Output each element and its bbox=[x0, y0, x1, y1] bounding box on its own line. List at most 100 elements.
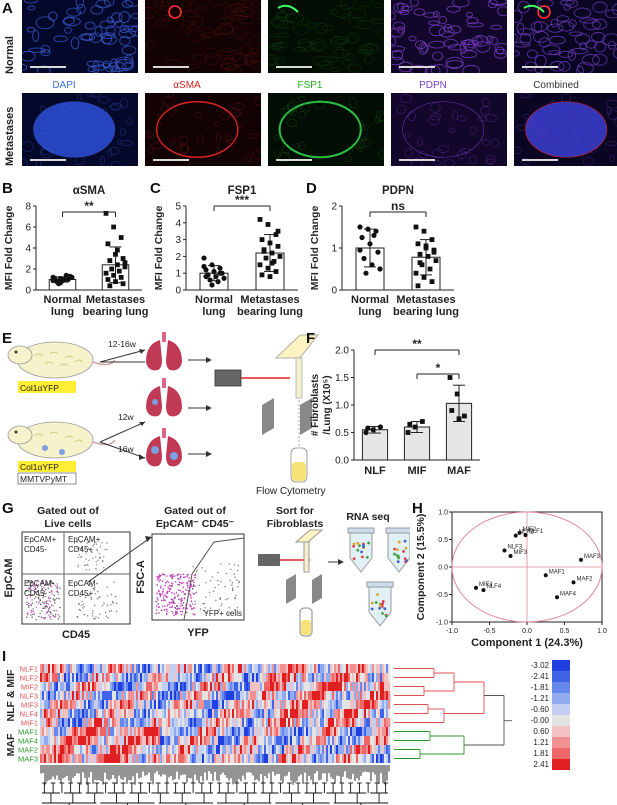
heatmap-cell bbox=[218, 745, 221, 754]
cell-dot bbox=[96, 548, 98, 551]
heatmap-cell bbox=[104, 727, 107, 736]
heatmap-cell bbox=[112, 727, 115, 736]
heatmap-cell bbox=[360, 682, 363, 691]
heatmap-cell bbox=[226, 736, 229, 745]
heatmap-cell bbox=[86, 709, 89, 718]
heatmap-cell bbox=[280, 673, 283, 682]
heatmap-cell bbox=[138, 727, 141, 736]
cell-dot bbox=[173, 614, 175, 617]
heatmap-cell bbox=[282, 700, 285, 709]
cell-dot bbox=[177, 589, 180, 591]
cell-dot bbox=[176, 574, 179, 576]
cell-dot bbox=[171, 583, 174, 585]
heatmap-cell bbox=[84, 745, 87, 754]
cell-dot bbox=[54, 602, 56, 604]
x-tick-label: Normal bbox=[44, 294, 82, 306]
heatmap-cell bbox=[322, 700, 325, 709]
heatmap-cell bbox=[216, 709, 219, 718]
heatmap-cell bbox=[134, 664, 137, 673]
heatmap-cell bbox=[126, 727, 129, 736]
heatmap-cell bbox=[58, 736, 61, 745]
heatmap-cell bbox=[206, 673, 209, 682]
cell-dot bbox=[82, 607, 84, 609]
heatmap-cell bbox=[308, 664, 311, 673]
heatmap-cell bbox=[242, 754, 245, 763]
heatmap-cell bbox=[228, 682, 231, 691]
heatmap-cell bbox=[258, 718, 261, 727]
heatmap-cell bbox=[140, 718, 143, 727]
cell-dot bbox=[194, 600, 196, 602]
heatmap-cell bbox=[176, 682, 179, 691]
heatmap-cell bbox=[134, 691, 137, 700]
heatmap-cell bbox=[148, 700, 151, 709]
cell-dot bbox=[156, 599, 159, 601]
heatmap-cell bbox=[208, 727, 211, 736]
heatmap-cell bbox=[82, 736, 85, 745]
cell-dot bbox=[188, 590, 191, 592]
heatmap-cell bbox=[244, 673, 247, 682]
heatmap-cell bbox=[154, 691, 157, 700]
heatmap-cell bbox=[190, 745, 193, 754]
heatmap-cell bbox=[74, 664, 77, 673]
heatmap-cell bbox=[122, 718, 125, 727]
flow-plot-2 bbox=[151, 533, 245, 621]
y-tick-label: 6 bbox=[25, 223, 31, 234]
heatmap-cell bbox=[350, 745, 353, 754]
cell-dot bbox=[32, 613, 34, 616]
pca-point-label: MIF3 bbox=[514, 550, 528, 556]
heatmap-cell bbox=[370, 754, 373, 763]
cell-dot bbox=[26, 603, 28, 606]
heatmap-cell bbox=[142, 709, 145, 718]
cell-dot bbox=[84, 564, 87, 566]
cell-dot bbox=[25, 601, 28, 604]
rna-bead bbox=[361, 555, 364, 559]
x-tick-label: Metastases bbox=[86, 294, 145, 306]
rna-bead bbox=[370, 601, 374, 605]
heatmap-cell bbox=[242, 673, 245, 682]
heatmap-cell bbox=[206, 691, 209, 700]
heatmap-cell bbox=[290, 673, 293, 682]
heatmap-cell bbox=[324, 736, 327, 745]
heatmap-cell bbox=[254, 682, 257, 691]
cell-dot bbox=[236, 586, 239, 588]
cell-dot bbox=[189, 605, 192, 607]
cell-dot bbox=[173, 593, 175, 595]
heatmap-cell bbox=[324, 718, 327, 727]
cell-dot bbox=[219, 597, 222, 599]
heatmap-cell bbox=[352, 691, 355, 700]
rna-bead bbox=[378, 603, 382, 607]
heatmap-cell bbox=[366, 709, 369, 718]
cell-dot bbox=[194, 603, 196, 606]
heatmap-cell bbox=[90, 727, 93, 736]
heatmap-cell bbox=[290, 700, 293, 709]
heatmap-cell bbox=[202, 700, 205, 709]
heatmap-row-label: NLF4 bbox=[20, 710, 38, 719]
heatmap-cell bbox=[42, 691, 45, 700]
data-point bbox=[273, 232, 279, 237]
heatmap-cell bbox=[160, 673, 163, 682]
cell-dot bbox=[85, 558, 87, 560]
heatmap-cell bbox=[352, 664, 355, 673]
heatmap-cell bbox=[118, 709, 121, 718]
cell-dot bbox=[220, 604, 222, 607]
heatmap-cell bbox=[314, 673, 317, 682]
heatmap-cell bbox=[324, 709, 327, 718]
rna-bead bbox=[397, 556, 400, 560]
heatmap-cell bbox=[100, 709, 103, 718]
heatmap-cell bbox=[298, 673, 301, 682]
heatmap-cell bbox=[254, 709, 257, 718]
heatmap-cell bbox=[256, 673, 259, 682]
heatmap-cell bbox=[344, 691, 347, 700]
heatmap-cell bbox=[222, 691, 225, 700]
data-point bbox=[50, 277, 56, 284]
heatmap-cell bbox=[54, 727, 57, 736]
cell-dot bbox=[174, 606, 176, 609]
heatmap-cell bbox=[262, 691, 265, 700]
heatmap-cell bbox=[264, 736, 267, 745]
heatmap-cell bbox=[234, 727, 237, 736]
heatmap-cell bbox=[192, 727, 195, 736]
heatmap-cell bbox=[196, 673, 199, 682]
heatmap-cell bbox=[188, 754, 191, 763]
heatmap-cell bbox=[336, 727, 339, 736]
heatmap-cell bbox=[342, 727, 345, 736]
